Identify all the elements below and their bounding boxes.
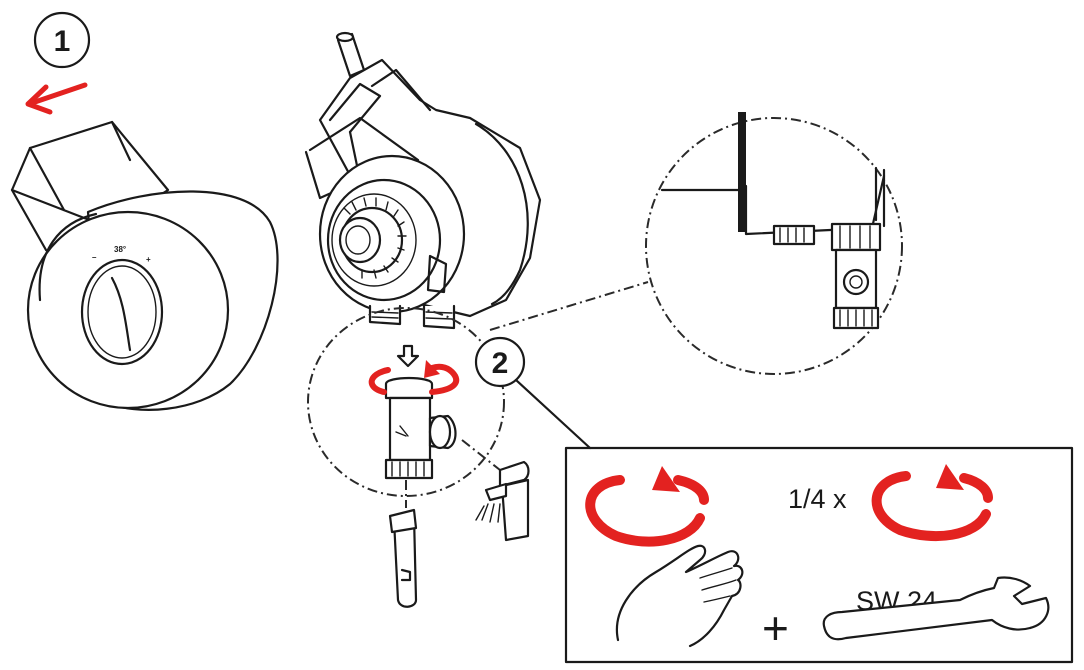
step-2-number: 2 <box>492 347 509 380</box>
knob-mark-38: 38° <box>114 245 126 254</box>
stop-valve-detail <box>660 112 886 330</box>
pull-arrow-icon <box>25 82 88 115</box>
knob-mark-plus: + <box>146 255 151 264</box>
shower-handle-icon <box>388 480 418 608</box>
stop-valve <box>384 376 457 480</box>
temperature-knob <box>80 258 164 366</box>
step-1-badge: 1 <box>33 11 91 69</box>
rotate-arrow-icon <box>368 360 460 395</box>
wrench-icon <box>822 576 1050 641</box>
step-2-badge: 2 <box>474 336 592 450</box>
detail-zoom <box>307 117 903 497</box>
faucet-icon <box>461 439 530 542</box>
thermostat-cap: – 38° + <box>10 120 279 411</box>
plus-sign: + <box>762 602 789 654</box>
step-1-number: 1 <box>54 25 71 58</box>
down-arrow-icon <box>396 344 420 368</box>
thermostat-body <box>304 31 542 330</box>
hand-icon <box>615 544 744 648</box>
rotate-arrow-icon <box>871 464 993 542</box>
rotate-arrow-icon <box>585 466 709 547</box>
quarter-turn-label: 1/4 x <box>788 484 847 514</box>
instruction-box: 1/4 x + SW 24 <box>564 446 1074 664</box>
knob-mark-minus: – <box>92 253 97 262</box>
